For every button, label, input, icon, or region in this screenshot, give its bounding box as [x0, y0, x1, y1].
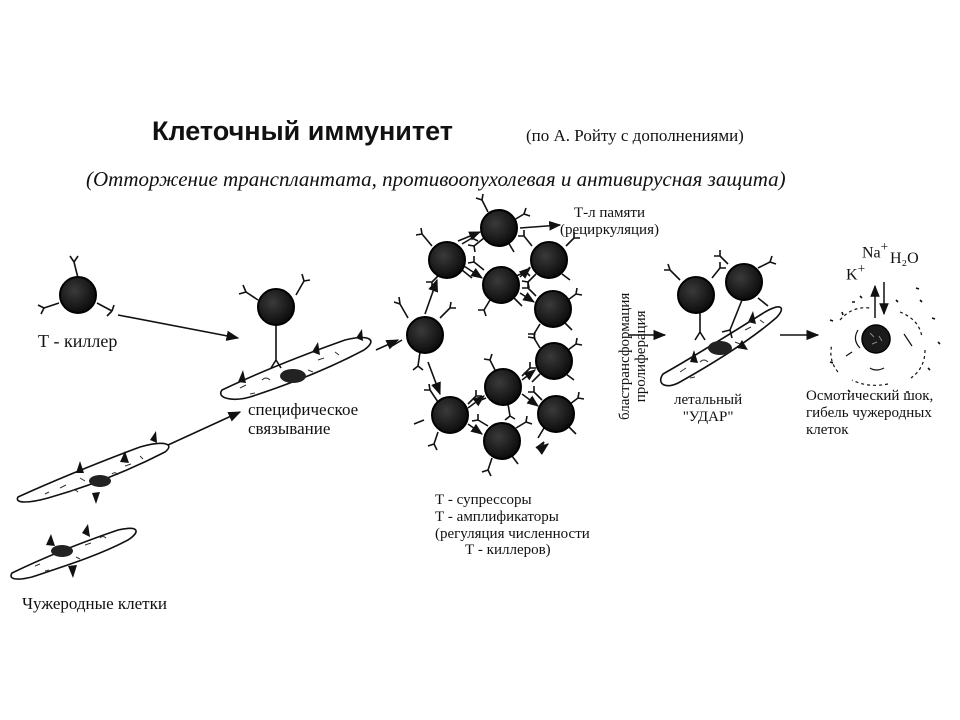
- label-shock-line1: Осмотический шок,: [806, 388, 934, 404]
- arrow-lc-to-la: [467, 395, 485, 409]
- foreign-cell-upper: [16, 431, 170, 504]
- label-binding-line2: связывание: [248, 419, 331, 439]
- arrow-memory: [519, 221, 562, 231]
- upper-cell-c: [467, 256, 531, 317]
- ion-k-charge: +: [857, 261, 866, 276]
- label-binding-line1: специфическое: [248, 400, 359, 419]
- lower-cell-e: [471, 414, 533, 477]
- proliferation-cluster: [391, 193, 585, 477]
- page-title: Клеточный иммунитет: [152, 116, 453, 146]
- upper-cell-b: [467, 193, 531, 253]
- label-regulators-line3: (регуляция численности: [435, 525, 590, 542]
- lethal-hit-complex: [659, 250, 783, 387]
- lower-cell-b: [527, 331, 583, 383]
- ion-na-charge: +: [880, 239, 889, 254]
- label-regulators: Т - супрессоры Т - амплификаторы (регуля…: [435, 492, 590, 559]
- title-note: (по А. Ройту с дополнениями): [526, 126, 744, 145]
- arrow-killer-to-binding: [117, 314, 240, 341]
- label-lethal-hit: летальный "УДАР": [674, 392, 742, 426]
- label-ion-na: Na+: [862, 239, 889, 262]
- label-memory-line1: Т-л памяти: [573, 205, 646, 221]
- lower-cell-c: [413, 383, 482, 451]
- label-regulators-line2: Т - амплификаторы: [435, 508, 559, 525]
- ion-k-symbol: K: [846, 266, 858, 284]
- arrow-foreign-to-binding: [167, 411, 242, 446]
- arrow-la-to-ld: [521, 393, 539, 407]
- dying-cell: [829, 282, 941, 393]
- label-memory: Т-л памяти (рециркуляция): [560, 205, 659, 239]
- arrow-c-to-d: [518, 267, 531, 279]
- lower-cell-a: [475, 353, 536, 421]
- ion-na-symbol: Na: [862, 244, 881, 262]
- t-killer-cell: [37, 255, 115, 317]
- arrow-la-to-lb: [521, 369, 536, 381]
- binding-complex: [219, 273, 372, 400]
- zigzag-mark: [535, 441, 550, 456]
- arrow-activation-up: [424, 278, 438, 315]
- subtitle: (Отторжение трансплантата, противоопухол…: [86, 167, 786, 191]
- arrow-activation-down: [427, 361, 441, 396]
- label-regulators-line4: Т - киллеров): [465, 542, 551, 559]
- label-t-killer: Т - киллер: [38, 331, 118, 351]
- label-binding: специфическое связывание: [248, 400, 358, 438]
- label-memory-line2: (рециркуляция): [560, 221, 659, 238]
- label-shock-line2: гибель чужеродных: [806, 404, 932, 421]
- label-proliferation: бластрансформация пролиферация: [617, 293, 649, 420]
- label-regulators-line1: Т - супрессоры: [435, 492, 532, 508]
- label-osmotic-shock: Осмотический шок, гибель чужеродных клет…: [806, 388, 933, 438]
- arrow-binding-to-activation: [375, 339, 400, 351]
- upper-cell-d: [518, 230, 580, 289]
- lower-cell-d: [528, 386, 585, 439]
- label-proliferation-line1: бластрансформация: [617, 292, 633, 420]
- arrow-lc-to-le: [467, 423, 483, 435]
- arrow-a-to-c: [463, 265, 483, 279]
- label-shock-line3: клеток: [806, 421, 849, 438]
- label-lethal-line2: "УДАР": [682, 408, 734, 425]
- arrow-a-to-b: [457, 231, 482, 242]
- label-foreign-cells: Чужеродные клетки: [22, 594, 167, 613]
- label-proliferation-line2: пролиферация: [633, 310, 649, 403]
- upper-cell-a: [415, 227, 479, 288]
- foreign-cell-lower: [10, 524, 137, 580]
- upper-cell-e: [522, 282, 583, 341]
- label-water: H₂O: [890, 250, 919, 267]
- activated-cell: [391, 296, 456, 371]
- label-lethal-line1: летальный: [674, 392, 743, 408]
- label-ion-k: K+: [846, 261, 866, 284]
- arrow-c-to-e: [519, 292, 536, 303]
